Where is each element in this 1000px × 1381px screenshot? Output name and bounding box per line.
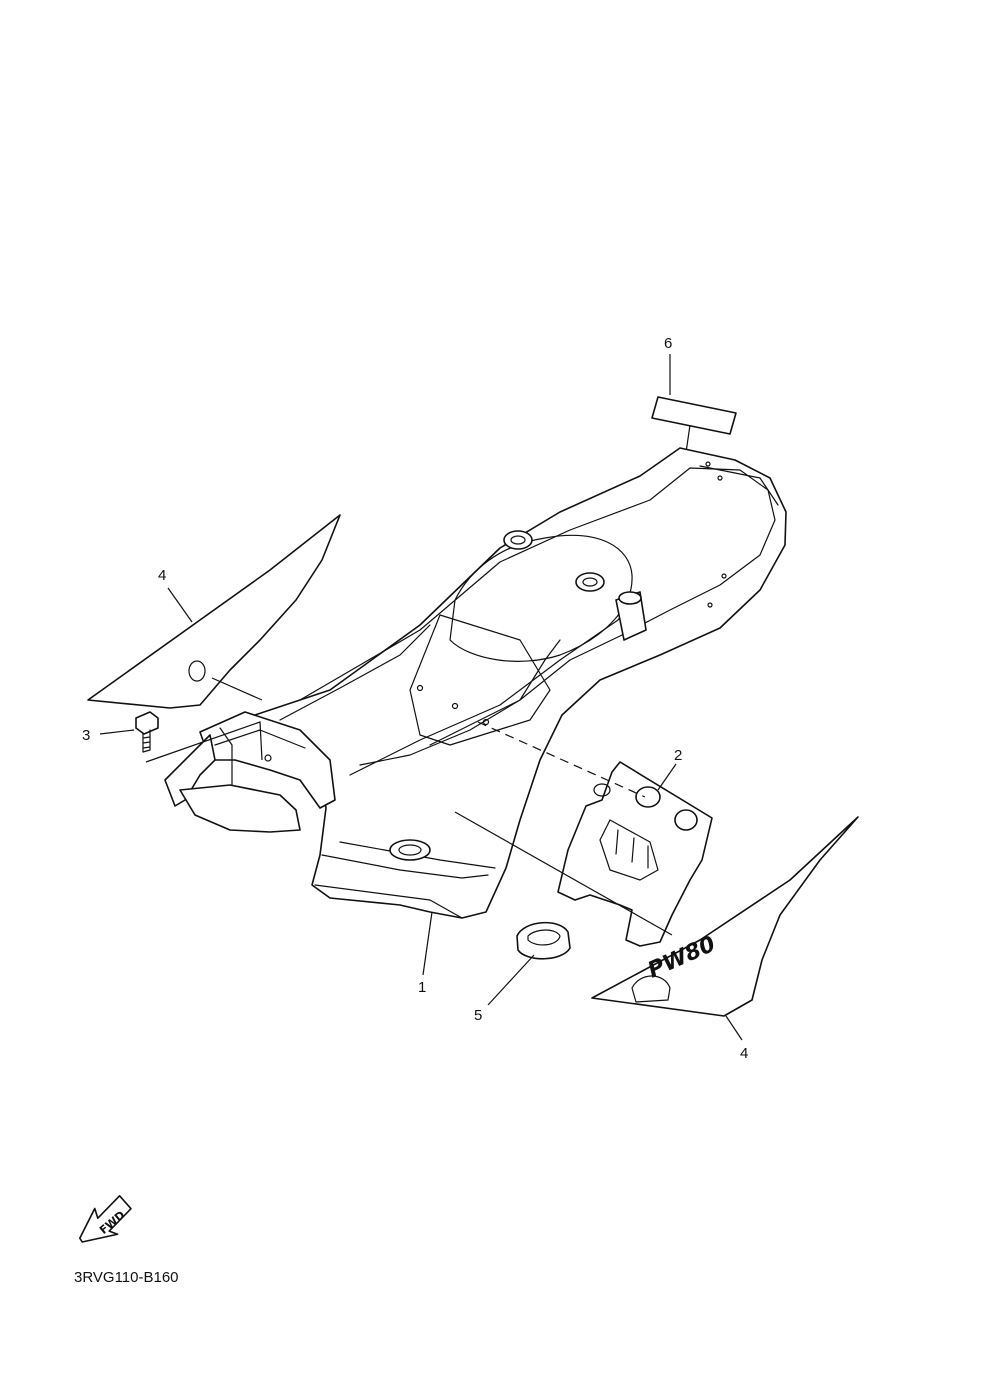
part-4-right-decal — [591, 816, 859, 1017]
callout-2: 2 — [674, 747, 682, 764]
leader-3 — [99, 729, 135, 735]
callout-4-left: 4 — [158, 567, 166, 584]
leader-1 — [422, 911, 433, 976]
part-1-rear-cover — [164, 447, 787, 919]
callout-5: 5 — [474, 1007, 482, 1024]
callout-4-right: 4 — [740, 1045, 748, 1062]
leader-5 — [487, 954, 535, 1006]
callout-1: 1 — [418, 979, 426, 996]
part-5-grommet — [516, 921, 571, 960]
assembly-line-2 — [477, 721, 646, 798]
leader-4-left — [167, 587, 193, 623]
assembly-line-3 — [145, 721, 263, 763]
part-3-bolt — [135, 711, 159, 753]
leader-4-right — [725, 1015, 743, 1041]
assembly-line-4-left — [211, 677, 263, 701]
fwd-arrow-icon — [78, 1195, 132, 1243]
leader-2 — [657, 763, 677, 791]
callout-3: 3 — [82, 727, 90, 744]
diagram-code: 3RVG110-B160 — [74, 1269, 179, 1286]
callout-6: 6 — [664, 335, 672, 352]
part-2-bracket — [557, 761, 713, 947]
part-4-left-decal — [87, 514, 341, 709]
assembly-line-1-to-2 — [454, 811, 673, 936]
part-6-emblem — [651, 396, 737, 435]
